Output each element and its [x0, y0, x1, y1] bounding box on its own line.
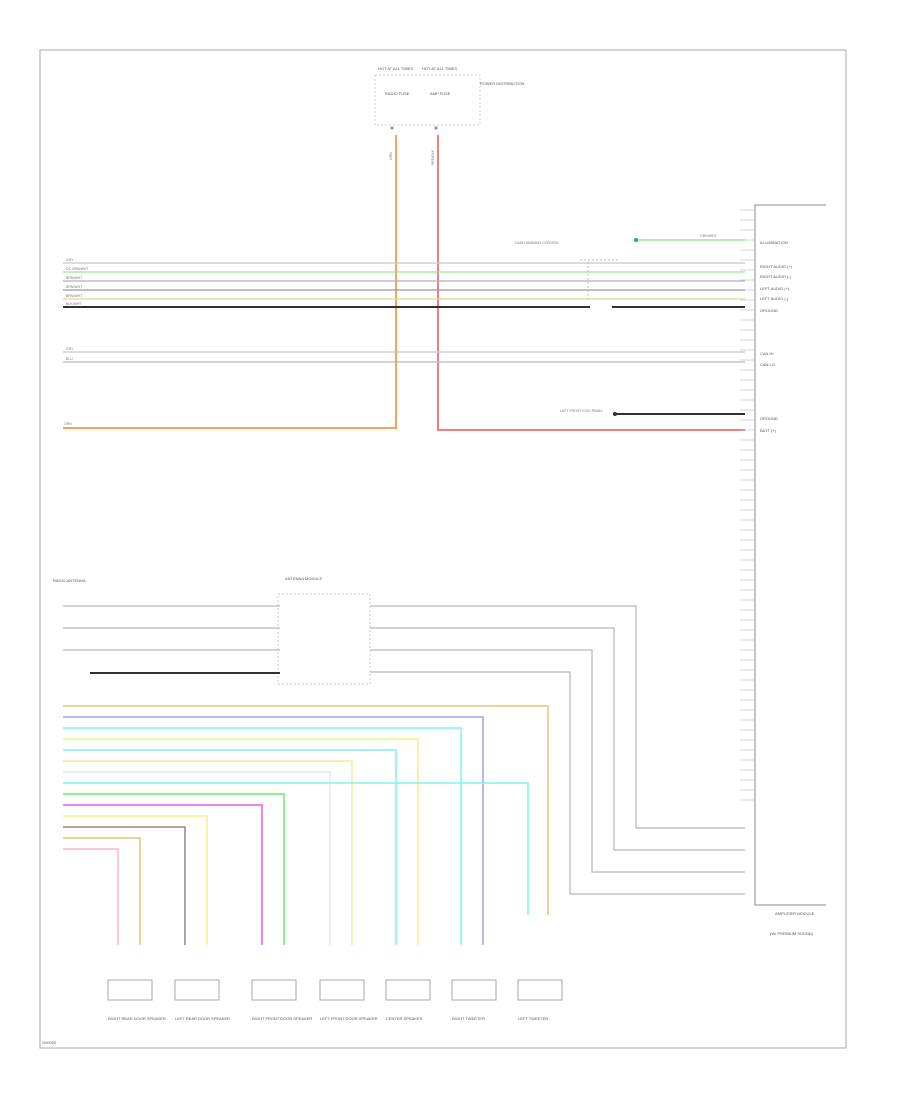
svg-text:DASH DIMMING CONTROL: DASH DIMMING CONTROL — [515, 241, 559, 245]
svg-text:RED/BLK: RED/BLK — [431, 149, 435, 165]
label-right-audio-pos: RIGHT AUDIO (+) — [760, 264, 793, 269]
svg-text:LEFT FRONT KICK PANEL: LEFT FRONT KICK PANEL — [560, 409, 603, 413]
label-ground-2: GROUND — [760, 416, 778, 421]
speaker-right-tweeter: RIGHT TWEETER — [451, 979, 497, 1021]
can-bus-wires: GRY BLU — [63, 347, 745, 363]
fuse-block: HOT AT ALL TIMES HOT AT ALL TIMES RADIO … — [374, 66, 525, 130]
svg-text:GRY: GRY — [66, 347, 74, 351]
svg-text:POWER DISTRIBUTION: POWER DISTRIBUTION — [480, 81, 525, 86]
antenna-label: RADIO ANTENNA — [53, 578, 86, 583]
label-ground-1: GROUND — [760, 308, 778, 313]
green-illumination-wire: DASH DIMMING CONTROL GRN/WHT — [515, 234, 745, 245]
orange-feed-wire: ORN ORN — [63, 135, 397, 429]
label-can-lo: CAN LO — [760, 362, 775, 367]
fuse-1-label: RADIO FUSE — [385, 91, 410, 96]
speakers: RIGHT REAR DOOR SPEAKER LEFT REAR DOOR S… — [107, 979, 563, 1021]
speaker-label: LEFT TWEETER — [518, 1016, 548, 1021]
fuse-hot-label-1: HOT AT ALL TIMES — [378, 66, 413, 71]
svg-text:GRN/WHT: GRN/WHT — [700, 234, 718, 238]
fuse-hot-label-2: HOT AT ALL TIMES — [422, 66, 457, 71]
footer-code: G00000 — [42, 1040, 57, 1045]
module-label: AMPLIFIER MODULE — [775, 911, 815, 916]
speaker-label: CENTER SPEAKER — [386, 1016, 423, 1021]
svg-text:BRN/WHT: BRN/WHT — [66, 276, 83, 280]
svg-text:BLK/WHT: BLK/WHT — [66, 302, 82, 306]
speaker-right-rear-door: RIGHT REAR DOOR SPEAKER — [107, 979, 166, 1021]
audio-signal-wires: GRY DK GRN/WHT BRN/WHT BRN/WHT BRN/WHT B… — [63, 258, 745, 308]
label-can-hi: CAN HI — [760, 351, 774, 356]
speaker-center: CENTER SPEAKER — [385, 979, 431, 1021]
svg-text:ORN: ORN — [64, 422, 72, 426]
diagram-frame — [39, 49, 847, 1049]
svg-text:BRN/WHT: BRN/WHT — [66, 285, 83, 289]
speaker-wires — [63, 705, 549, 945]
svg-text:BLU: BLU — [66, 357, 73, 361]
speaker-left-tweeter: LEFT TWEETER — [517, 979, 563, 1021]
svg-text:BRN/WHT: BRN/WHT — [66, 294, 83, 298]
antenna-module-label: ANTENNA MODULE — [285, 576, 322, 581]
label-left-audio-neg: LEFT AUDIO (-) — [760, 296, 789, 301]
module-sub-label: (W/ PREMIUM SOUND) — [770, 931, 814, 936]
label-batt: BATT (+) — [760, 428, 777, 433]
red-feed-wire: RED/BLK — [431, 135, 745, 431]
label-illumination: ILLUMINATION — [760, 240, 788, 245]
svg-text:GRY: GRY — [66, 258, 74, 262]
speaker-label: RIGHT FRONT DOOR SPEAKER — [252, 1016, 312, 1021]
svg-text:ORN: ORN — [389, 152, 393, 160]
speaker-label: LEFT REAR DOOR SPEAKER — [175, 1016, 230, 1021]
antenna-section: RADIO ANTENNA ANTENNA MODULE — [53, 576, 745, 895]
speaker-left-front-door: LEFT FRONT DOOR SPEAKER — [319, 979, 378, 1021]
speaker-left-rear-door: LEFT REAR DOOR SPEAKER — [174, 979, 230, 1021]
speaker-label: RIGHT REAR DOOR SPEAKER — [108, 1016, 166, 1021]
amplifier-connector: ILLUMINATION RIGHT AUDIO (+) RIGHT AUDIO… — [740, 204, 826, 936]
speaker-label: LEFT FRONT DOOR SPEAKER — [320, 1016, 378, 1021]
label-left-audio-pos: LEFT AUDIO (+) — [760, 286, 790, 291]
fuse-2-label: AMP FUSE — [430, 91, 451, 96]
speaker-right-front-door: RIGHT FRONT DOOR SPEAKER — [251, 979, 312, 1021]
ground-wire: LEFT FRONT KICK PANEL — [560, 409, 745, 416]
label-right-audio-neg: RIGHT AUDIO (-) — [760, 274, 792, 279]
speaker-label: RIGHT TWEETER — [452, 1016, 485, 1021]
svg-text:DK GRN/WHT: DK GRN/WHT — [66, 267, 89, 271]
